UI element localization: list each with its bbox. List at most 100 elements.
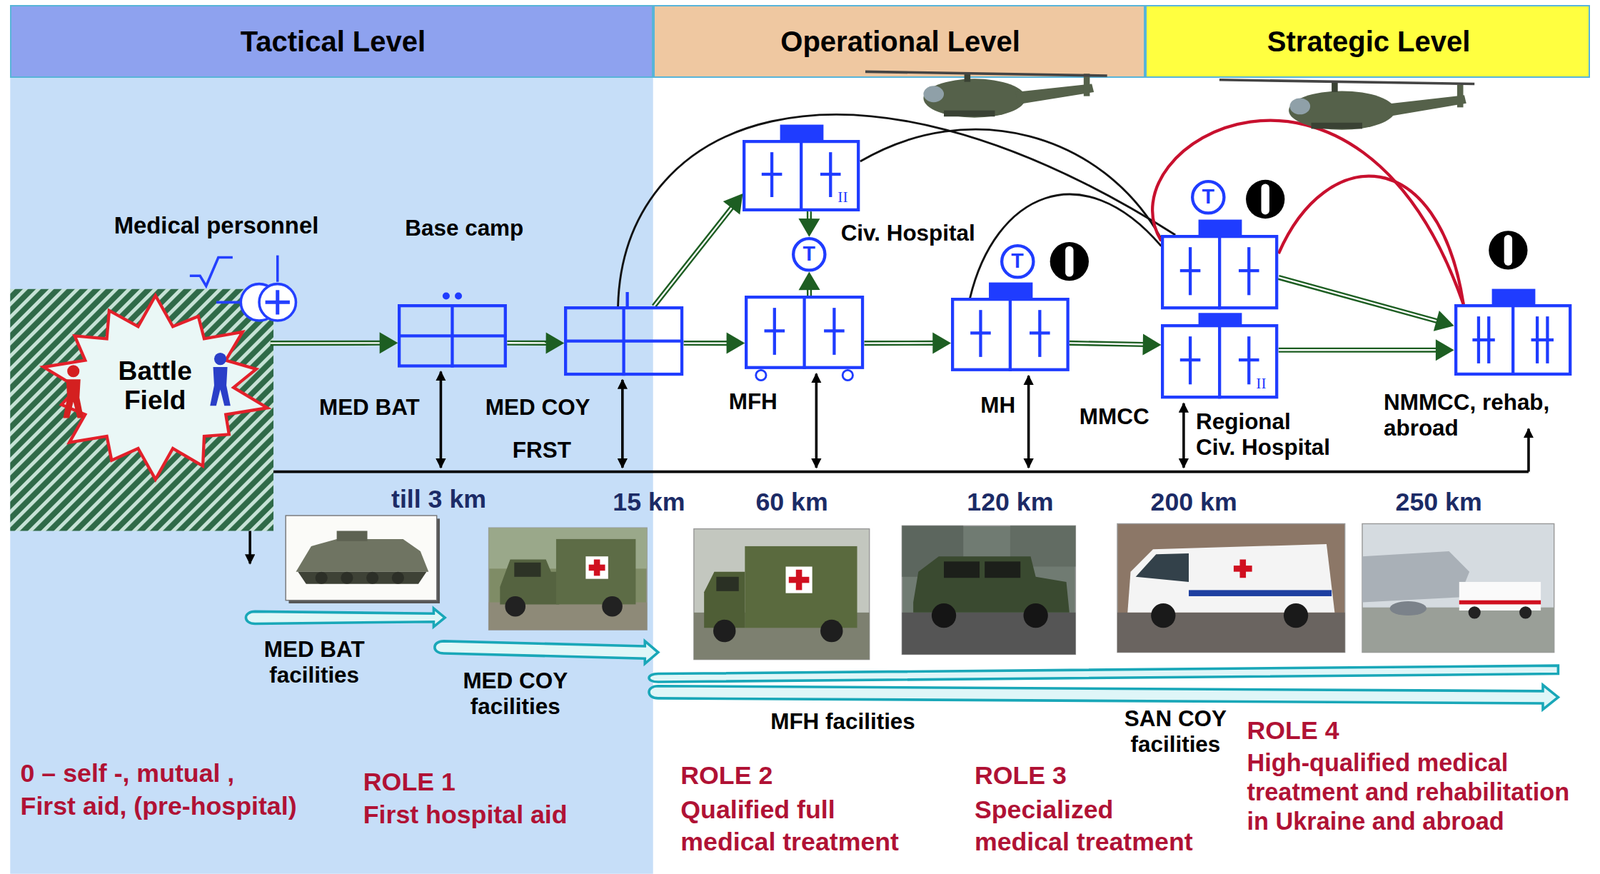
node-outline — [1454, 304, 1572, 376]
box-divider — [1008, 297, 1012, 372]
operational-level-band: Operational Level — [653, 4, 1146, 78]
soldier-figure — [214, 353, 227, 366]
connector-line — [1069, 342, 1146, 345]
connector — [653, 193, 744, 307]
arrow-head — [546, 331, 565, 354]
connector — [1069, 333, 1162, 355]
node-text: II — [1255, 374, 1279, 393]
role-heading: ROLE 1 — [363, 767, 568, 797]
connector-line — [1278, 176, 1464, 305]
flag-symbol — [1198, 313, 1243, 325]
distance-label: till 3 km — [367, 484, 511, 515]
circle-outline — [793, 238, 825, 270]
node-text: MMCC — [1068, 404, 1161, 430]
soldier-figure — [67, 365, 80, 378]
connector — [798, 271, 821, 296]
role-text: Specialized medical treatment — [974, 793, 1205, 858]
connector-line — [653, 205, 734, 307]
node-text: Tactical Level — [149, 24, 517, 58]
burst-outline — [43, 295, 268, 480]
arrow-head — [723, 193, 744, 215]
soldier-figure — [63, 379, 85, 419]
node-text: T — [1001, 249, 1033, 273]
cross-symbol — [1180, 269, 1201, 273]
distance-label: 200 km — [1132, 487, 1256, 517]
connector-line — [270, 341, 383, 345]
connector-line — [1069, 342, 1146, 345]
node-text: T — [793, 242, 825, 266]
flag-symbol — [780, 124, 824, 140]
cross-symbol — [1238, 358, 1260, 362]
facility-label: SAN COY facilities — [1110, 706, 1241, 758]
node-text: II — [837, 188, 860, 207]
cross-symbol — [1029, 331, 1051, 335]
role-heading: ROLE 3 — [974, 761, 1179, 791]
camp-label: Base camp — [387, 215, 541, 242]
regional-hospital-box: IIRegional Civ. Hospital — [1160, 324, 1279, 399]
wheel-symbol — [843, 370, 854, 381]
cross-symbol — [1238, 269, 1260, 273]
role-heading: 0 – self -, mutual , — [20, 758, 358, 789]
rank-tick — [626, 292, 630, 307]
connector — [506, 331, 565, 354]
node-outline — [744, 295, 864, 370]
arrow-head — [1142, 333, 1161, 355]
node-outline — [397, 304, 507, 368]
wheel-symbol — [756, 370, 767, 381]
nmmcc-box: NMMCC, rehab, abroad — [1454, 304, 1572, 376]
connector-line — [1278, 347, 1439, 353]
connector-line — [618, 114, 1176, 307]
medical-personnel-symbol — [189, 255, 297, 321]
arrow-head — [932, 331, 952, 354]
box-divider — [1511, 304, 1515, 376]
soldier-figure — [209, 367, 231, 407]
node-text: MED COY — [476, 394, 600, 421]
connector-line — [683, 340, 730, 346]
mh-box: MH — [951, 297, 1070, 372]
tactical-zone — [9, 77, 653, 874]
cross-symbol — [764, 329, 786, 333]
battlefield-ground — [9, 289, 274, 532]
connector-line — [864, 340, 937, 346]
strategic-level-band: Strategic Level — [1145, 4, 1591, 78]
personnel-label: Medical personnel — [99, 212, 335, 240]
unit-label: FRST — [501, 437, 583, 464]
connector-line — [1278, 349, 1439, 351]
connector-line — [506, 340, 549, 346]
cross-symbol — [1530, 338, 1553, 342]
connector-line — [270, 340, 383, 346]
mfh-box: MFH — [744, 295, 864, 370]
connector-line — [653, 205, 734, 307]
cross-symbol — [970, 331, 991, 335]
distance-label: 120 km — [948, 487, 1072, 517]
circle-outline — [1001, 245, 1034, 278]
node-text: T — [1193, 184, 1224, 209]
civ-hospital-box: IICiv. Hospital — [742, 139, 860, 212]
arrow-head — [798, 271, 821, 290]
box-divider — [564, 339, 684, 342]
mmcc-box: MMCC — [1160, 234, 1279, 310]
distance-label: 60 km — [741, 487, 844, 517]
box-divider — [799, 139, 803, 212]
role-heading: ROLE 4 — [1246, 716, 1451, 746]
arrow-head — [1435, 339, 1455, 361]
node-text: Strategic Level — [1185, 24, 1553, 58]
connector — [618, 114, 1176, 307]
distance-label: 15 km — [598, 487, 701, 517]
battlefield-burst: Battle Field — [40, 295, 271, 480]
box-divider — [1218, 234, 1221, 310]
arrow-head — [726, 332, 746, 355]
helicopter — [865, 71, 1108, 118]
role-text: First hospital aid — [363, 800, 640, 830]
connector-line — [506, 341, 549, 345]
connector — [1278, 176, 1464, 305]
triage-circle: T — [1000, 244, 1036, 280]
helicopter — [1219, 79, 1475, 130]
node-outline — [1160, 234, 1279, 310]
node-text: MED BAT — [308, 394, 432, 421]
role-text: Qualified full medical treatment — [680, 793, 921, 858]
facility-label: MED BAT facilities — [249, 636, 380, 689]
flag-symbol — [1198, 219, 1243, 235]
facility-label: MED COY facilities — [449, 668, 581, 720]
